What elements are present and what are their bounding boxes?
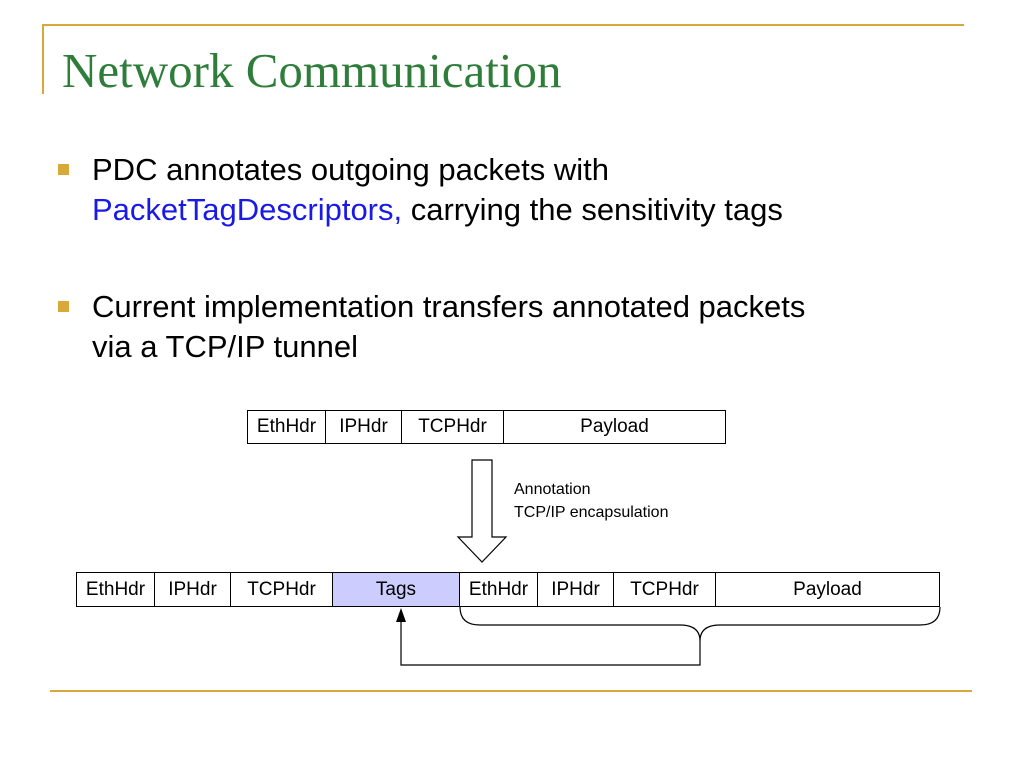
annotation-label: Annotation TCP/IP encapsulation [514, 478, 668, 524]
original-packet: EthHdr IPHdr TCPHdr Payload [247, 410, 726, 444]
payload-brace [459, 606, 941, 642]
packet-field: EthHdr [460, 573, 538, 606]
return-arrow-line [400, 622, 701, 666]
top-rule [42, 24, 964, 26]
annotation-label-line-1: Annotation [514, 481, 591, 498]
bullet-1-line-1: PDC annotates outgoing packets with [92, 152, 609, 187]
bullet-square-icon [58, 164, 69, 175]
bullet-2-line-2: via a TCP/IP tunnel [92, 329, 358, 364]
packet-field: TCPHdr [402, 411, 504, 443]
packet-field: Payload [580, 416, 649, 437]
bullet-square-icon [58, 301, 69, 312]
annotation-label-line-2: TCP/IP encapsulation [514, 504, 669, 521]
encapsulated-packet: EthHdr IPHdr TCPHdr Tags EthHdr IPHdr TC… [76, 572, 940, 607]
up-arrowhead-icon [396, 608, 406, 622]
packet-field: IPHdr [155, 573, 231, 606]
bottom-rule [50, 690, 972, 692]
left-rule [42, 24, 44, 94]
packet-field: EthHdr [77, 573, 155, 606]
packet-field: IPHdr [538, 573, 614, 606]
packet-field: Payload [793, 578, 862, 600]
tags-field: Tags [333, 573, 460, 606]
bullet-1-line-2-rest: carrying the sensitivity tags [402, 192, 783, 227]
slide-title: Network Communication [62, 43, 562, 98]
packet-field: TCPHdr [614, 573, 716, 606]
packet-field: IPHdr [326, 411, 402, 443]
packet-field: EthHdr [248, 411, 326, 443]
bullet-1-line-2: PacketTagDescriptors, carrying the sensi… [92, 190, 783, 230]
packet-field: TCPHdr [231, 573, 333, 606]
bullet-2-line-1: Current implementation transfers annotat… [92, 289, 806, 324]
down-arrow-icon [456, 459, 508, 563]
packet-tag-descriptors-term: PacketTagDescriptors, [92, 192, 403, 227]
